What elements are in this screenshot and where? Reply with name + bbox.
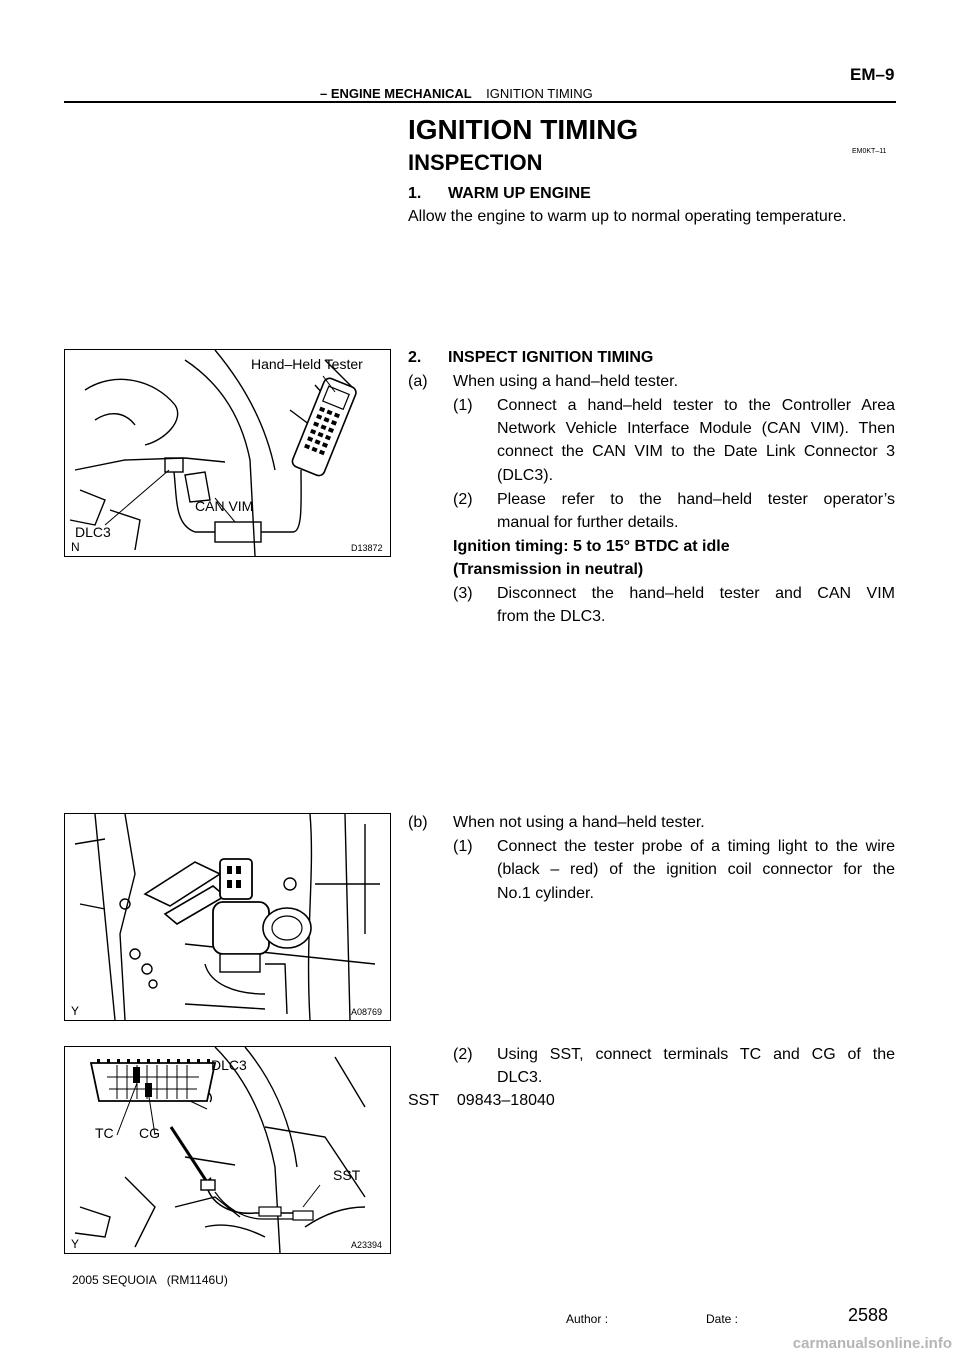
item-a-text: When using a hand–held tester.	[453, 373, 679, 390]
item-b1-label: (1)	[453, 838, 473, 855]
label-cg-terminal: CG	[139, 1125, 160, 1141]
footer-model: 2005 SEQUOIA (RM1146U)	[72, 1273, 228, 1287]
step2-heading: 2. INSPECT IGNITION TIMING	[408, 349, 654, 366]
figure-code: A08769	[351, 1007, 383, 1017]
item-b2-line2: DLC3.	[497, 1069, 543, 1086]
header-subsection: IGNITION TIMING	[486, 86, 593, 101]
figure-corner-mark: N	[71, 540, 80, 554]
page-number: EM–9	[850, 65, 895, 84]
section-title: INSPECTION	[408, 150, 543, 175]
item-b1-line3: No.1 cylinder.	[497, 885, 594, 902]
label-sst: SST	[333, 1167, 361, 1183]
figure-code: D13872	[351, 543, 383, 553]
item-b-label: (b)	[408, 814, 428, 831]
label-hand-held-tester: Hand–Held Tester	[251, 356, 363, 372]
item-a3-label: (3)	[453, 585, 473, 602]
item-a-label: (a)	[408, 373, 428, 390]
step1-text: Allow the engine to warm up to normal op…	[408, 208, 847, 225]
figure-dlc3-sst: DLC3 TC CG SST Y A23394	[64, 1046, 391, 1254]
item-a1-label: (1)	[453, 397, 473, 414]
step1-heading: 1. WARM UP ENGINE	[408, 185, 591, 202]
figure-hand-held-tester-drawing	[69, 350, 357, 556]
item-a2-line2: manual for further details.	[497, 514, 679, 531]
spec-line1: Ignition timing: 5 to 15° BTDC at idle	[453, 538, 730, 555]
item-a2-line1: Please refer to the hand–held tester ope…	[497, 491, 895, 508]
spec-line2: (Transmission in neutral)	[453, 561, 644, 578]
header-section: – ENGINE MECHANICAL	[320, 86, 472, 101]
label-tc-terminal: TC	[95, 1125, 114, 1141]
item-a3-line1: Disconnect the hand–held tester and CAN …	[497, 585, 895, 602]
item-a1-line2: Network Vehicle Interface Module (CAN VI…	[497, 420, 895, 437]
item-a3-line2: from the DLC3.	[497, 608, 606, 625]
figure-ignition-coil-drawing	[74, 814, 380, 1020]
item-a2-label: (2)	[453, 491, 473, 508]
figure-corner-mark: Y	[71, 1237, 80, 1251]
figure-dlc3-sst-drawing	[74, 1047, 366, 1253]
figure-hand-held-tester: Hand–Held Tester CAN VIM DLC3 N D13872	[64, 349, 391, 557]
item-b1-line2: (black – red) of the ignition coil conne…	[497, 861, 895, 878]
item-b1-line1: Connect the tester probe of a timing lig…	[497, 838, 895, 855]
footer-page-number: 2588	[848, 1305, 889, 1325]
footer-author: Author :	[566, 1312, 609, 1326]
page-title: IGNITION TIMING	[408, 114, 639, 145]
doc-code: EM0KT–11	[852, 148, 887, 155]
running-header: – ENGINE MECHANICAL IGNITION TIMING	[320, 86, 593, 101]
label-dlc3: DLC3	[211, 1057, 247, 1073]
item-a1-line1: Connect a hand–held tester to the Contro…	[497, 397, 895, 414]
footer-date: Date :	[706, 1312, 739, 1326]
item-a1-line3: connect the CAN VIM to the Date Link Con…	[497, 443, 895, 460]
item-b2-label: (2)	[453, 1046, 473, 1063]
item-a1-line4: (DLC3).	[497, 467, 554, 484]
sst-number: SST 09843–18040	[408, 1092, 555, 1109]
item-b-text: When not using a hand–held tester.	[453, 814, 705, 831]
figure-corner-mark: Y	[71, 1004, 80, 1018]
header-rule	[64, 101, 896, 103]
label-can-vim: CAN VIM	[195, 498, 254, 514]
figure-code: A23394	[351, 1240, 383, 1250]
item-b2-line1: Using SST, connect terminals TC and CG o…	[497, 1046, 895, 1063]
figure-ignition-coil: Y A08769	[64, 813, 391, 1021]
watermark: carmanualsonline.info	[792, 1335, 952, 1352]
label-dlc3: DLC3	[75, 524, 111, 540]
